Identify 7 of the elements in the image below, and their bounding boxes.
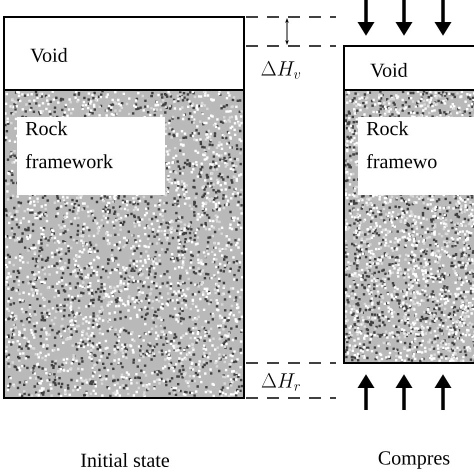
rock-framework-box: Rock framewo (343, 89, 474, 364)
dimension-label: $\Delta H_v$ (261, 60, 300, 79)
void-layer-box: Void (343, 45, 474, 91)
void-layer-box: Void (3, 16, 245, 91)
caption: Compres (378, 451, 450, 469)
caption: Initial state (81, 452, 170, 468)
dimension-label: $\Delta H_r$ (262, 372, 300, 391)
